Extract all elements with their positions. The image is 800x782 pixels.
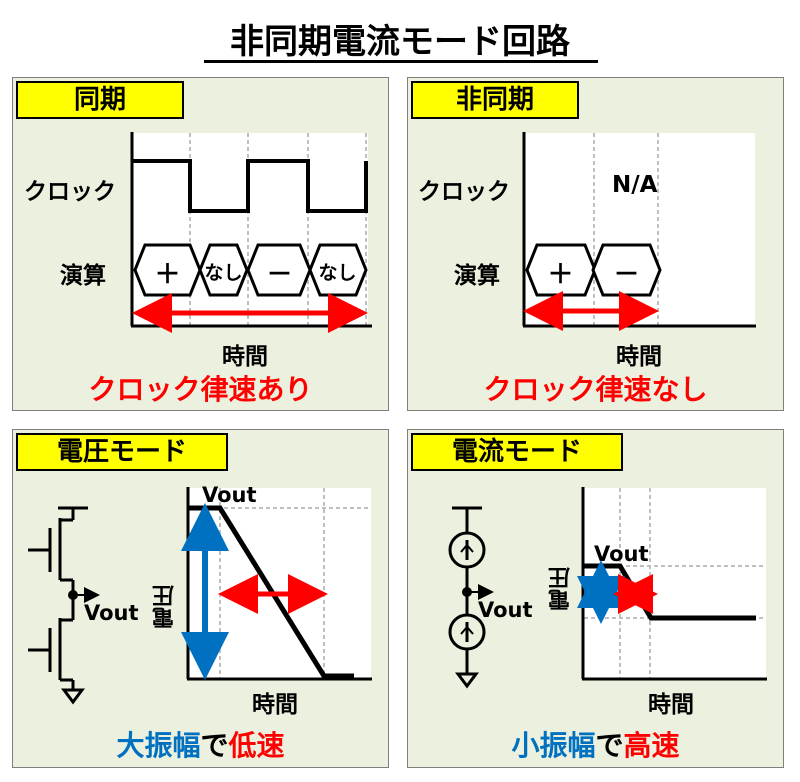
voltage-y-label: 電圧 <box>153 585 178 629</box>
current-source-arrow-2 <box>460 625 474 635</box>
async-clock-label: クロック <box>418 179 510 205</box>
current-circuit <box>448 506 494 689</box>
current-y-label: 電圧 <box>549 567 574 611</box>
async-op-2: － <box>613 260 640 290</box>
voltage-caption-amplitude: 大振幅 <box>116 729 201 762</box>
async-time-label: 時間 <box>616 344 662 370</box>
current-plot <box>577 487 767 681</box>
sync-plot <box>130 132 372 333</box>
async-clock-value: N/A <box>612 172 658 198</box>
current-vout-node-label: Vout <box>478 598 533 622</box>
title-underline <box>204 60 598 63</box>
sync-caption: クロック律速あり <box>88 373 313 406</box>
current-source-arrow-1 <box>460 543 474 553</box>
async-plot <box>522 132 756 331</box>
voltage-plot <box>181 487 372 681</box>
sync-op-label: 演算 <box>60 263 106 289</box>
voltage-caption: 大振幅で低速 <box>12 724 389 764</box>
sync-op-3: － <box>266 260 293 290</box>
async-caption: クロック律速なし <box>483 373 708 406</box>
current-caption: 小振幅で高速 <box>407 724 784 764</box>
sync-op-2: なし <box>204 262 243 284</box>
sync-time-label: 時間 <box>222 344 268 370</box>
sync-op-4: なし <box>318 262 357 284</box>
voltage-time-label: 時間 <box>252 692 298 718</box>
voltage-caption-de: で <box>200 729 229 762</box>
current-vout-node <box>462 587 472 597</box>
voltage-caption-speed: 低速 <box>228 729 285 762</box>
current-time-label: 時間 <box>648 692 694 718</box>
current-caption-de: で <box>595 729 624 762</box>
async-tag: 非同期 <box>411 81 579 119</box>
async-op-label: 演算 <box>454 263 500 289</box>
page-title: 非同期電流モード回路 <box>230 22 570 62</box>
sync-op-1: ＋ <box>154 260 181 290</box>
current-caption-amplitude: 小振幅 <box>511 729 596 762</box>
voltage-vout-node <box>68 590 78 600</box>
voltage-circuit <box>28 506 100 705</box>
voltage-vout-axis-label: Vout <box>202 483 257 507</box>
async-op-1: ＋ <box>547 260 574 290</box>
voltage-vout-node-label: Vout <box>84 601 139 625</box>
sync-clock-label: クロック <box>24 179 116 205</box>
sync-clock-waveform <box>133 159 368 213</box>
voltage-tag: 電圧モード <box>16 433 228 471</box>
current-vout-axis-label: Vout <box>594 542 649 566</box>
current-tag: 電流モード <box>411 433 623 471</box>
sync-tag: 同期 <box>16 81 184 119</box>
current-caption-speed: 高速 <box>623 729 680 762</box>
